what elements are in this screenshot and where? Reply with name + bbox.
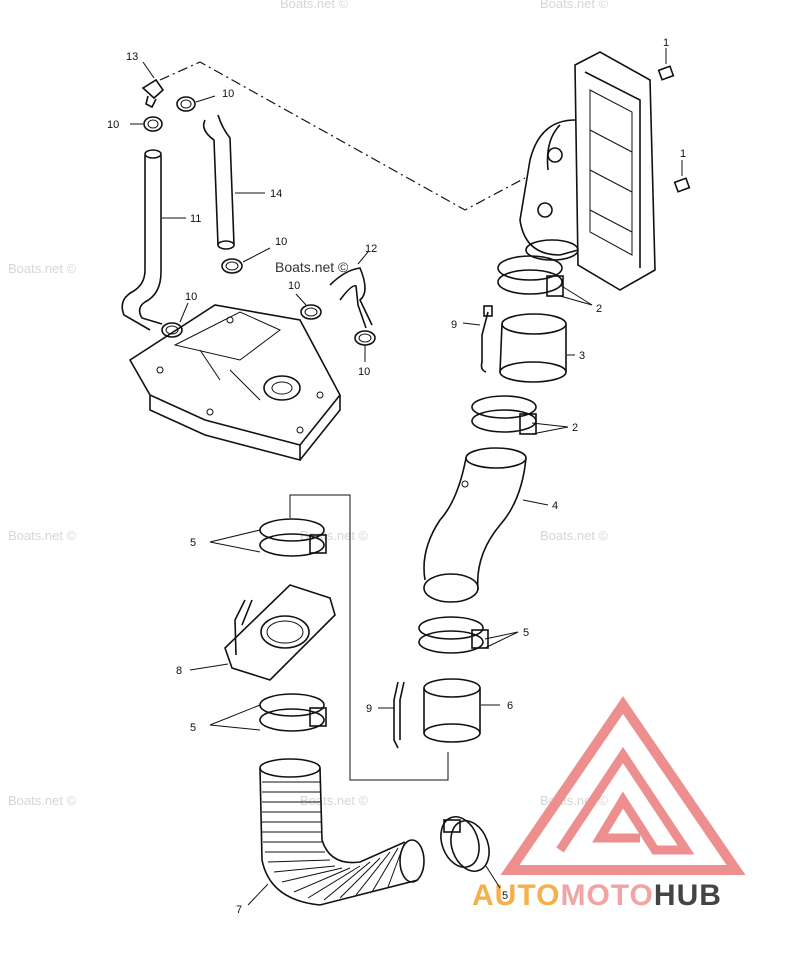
callout-label: 5 (190, 537, 196, 549)
callout-label: 2 (572, 422, 578, 434)
part-1-plug (657, 48, 675, 81)
part-10-hose-clamp (161, 302, 189, 338)
callout-label: 2 (596, 303, 602, 315)
bellows-ribs (262, 781, 405, 901)
watermark: Boats.net © (300, 528, 369, 543)
callout-label: 14 (270, 188, 282, 200)
part-11-hose (121, 149, 186, 331)
automotohub-logo: AUTOMOTOHUB (472, 696, 746, 912)
part-14-hose (202, 114, 265, 250)
part-10-hose-clamp (130, 116, 163, 132)
callout-label: 5 (190, 722, 196, 734)
logo-inner-m (556, 746, 695, 855)
callout-label: 3 (579, 350, 585, 362)
watermark: Boats.net © (8, 793, 77, 808)
callout-label: 7 (236, 904, 242, 916)
part-10-hose-clamp (176, 95, 216, 112)
part-5-clamp (209, 693, 327, 732)
watermark: Boats.net © (8, 528, 77, 543)
callout-label: 9 (451, 319, 457, 331)
watermark: Boats.net © (8, 261, 77, 276)
callout-label: 9 (366, 703, 372, 715)
callout-label: 8 (176, 665, 182, 677)
part-13-elbow-fitting (141, 61, 165, 109)
exhaust-housing (519, 51, 656, 291)
callout-label: 10 (222, 88, 234, 100)
part-10-hose-clamp (295, 293, 322, 320)
watermark: Boats.net © (300, 793, 369, 808)
callout-label: 10 (358, 366, 370, 378)
part-5-clamp (209, 518, 327, 557)
callout-label: 6 (507, 700, 513, 712)
part-1-plug (673, 160, 691, 193)
part-7-bellows-hose (247, 758, 425, 906)
logo-triangle (500, 696, 746, 875)
watermark-main: Boats.net © (275, 259, 349, 275)
assembly-line-top (159, 61, 526, 211)
callout-label: 5 (502, 890, 508, 902)
callout-label: 5 (523, 627, 529, 639)
part-2-exhaust-clamp-pair (471, 395, 569, 435)
callout-label: 12 (365, 243, 377, 255)
exhaust-adapter-plate (128, 304, 341, 462)
logo-text: AUTOMOTOHUB (472, 879, 722, 912)
part-12-elbow-hose (329, 251, 373, 329)
part-9-clip (462, 305, 493, 373)
part-6-sleeve (423, 678, 500, 743)
callout-label: 1 (680, 148, 686, 160)
assembly-bracket (289, 494, 449, 781)
callout-label: 10 (185, 291, 197, 303)
part-4-exhaust-elbow (423, 447, 549, 603)
callout-label: 10 (275, 236, 287, 248)
watermark: Boats.net © (280, 0, 349, 11)
callout-label: 10 (288, 280, 300, 292)
callout-label: 4 (552, 500, 558, 512)
part-8-gasket (189, 584, 336, 681)
callout-label: 11 (190, 213, 201, 225)
part-10-hose-clamp (354, 330, 376, 362)
part-5-clamp (440, 816, 501, 889)
watermark: Boats.net © (540, 0, 609, 11)
part-2-exhaust-clamp-pair (497, 255, 593, 306)
callout-label: 10 (107, 119, 119, 131)
callout-label: 13 (126, 51, 138, 63)
callout-label: 1 (663, 37, 669, 49)
part-3-sleeve (499, 313, 575, 383)
watermark: Boats.net © (540, 528, 609, 543)
part-5-clamp (418, 616, 519, 654)
part-10-hose-clamp (221, 247, 271, 274)
part-9-clip (378, 681, 405, 749)
